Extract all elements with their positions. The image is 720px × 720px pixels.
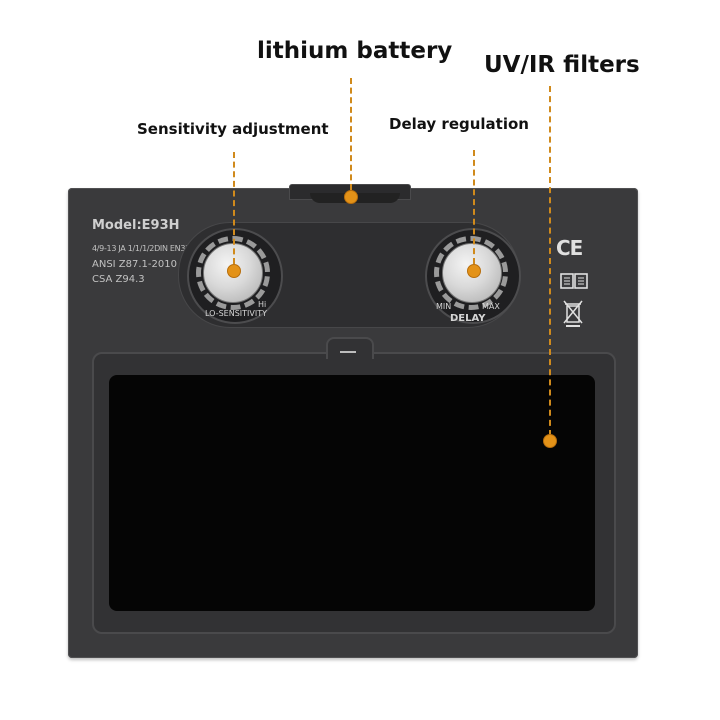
callout-delay-regulation: Delay regulation [389,115,529,133]
manual-book-icon [560,272,588,294]
standard-line-1: 4/9-13 JA 1/1/1/2DIN EN379 [92,244,195,253]
notch-indicator [340,351,356,353]
uv-ir-filter-lens [109,375,595,611]
uv-leader-line [549,86,551,436]
callout-sensitivity-adjustment: Sensitivity adjustment [137,120,329,138]
callout-lithium-battery: lithium battery [257,38,453,64]
ce-mark-icon: CE [556,236,583,260]
uv-marker-dot [543,434,557,448]
delay-scale [434,236,508,310]
delay-min-label: MIN [436,302,452,311]
crossed-bin-icon [561,298,585,332]
delay-label: DELAY [450,313,486,324]
sensitivity-lo-label: LO-SENSITIVITY [205,309,267,318]
standard-line-2: ANSI Z87.1-2010 [92,259,177,270]
standard-line-3: CSA Z94.3 [92,274,145,285]
sensitivity-hi-label: Hi [258,300,267,309]
delay-knob[interactable] [442,243,502,303]
battery-leader-line [350,78,352,190]
battery-marker-dot [344,190,358,204]
sensitivity-marker-dot [227,264,241,278]
delay-leader-line [473,150,475,264]
sensitivity-leader-line [233,152,235,264]
delay-marker-dot [467,264,481,278]
delay-max-label: MAX [482,302,500,311]
window-notch [326,337,374,359]
callout-uv-ir-filters: UV/IR filters [484,52,640,78]
model-label: Model:E93H [92,218,180,233]
